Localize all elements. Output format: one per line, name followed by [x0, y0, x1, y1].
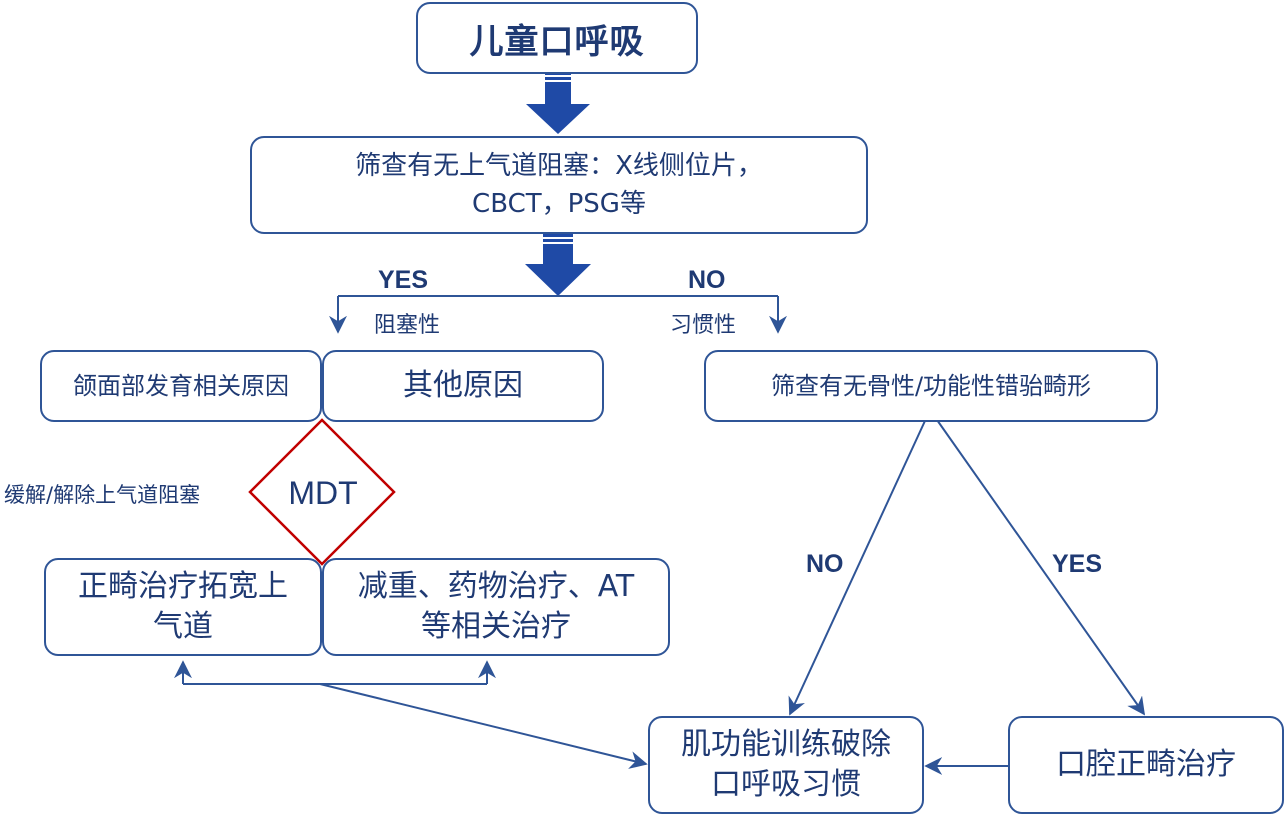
branch-bracket: [329, 295, 787, 334]
treatment-double-arrow: [174, 660, 496, 685]
craniofacial-box: 颌面部发育相关原因: [40, 350, 322, 422]
malocclusion-screening-box: 筛查有无骨性/功能性错骀畸形: [704, 350, 1158, 422]
screening-line1: 筛查有无上气道阻塞：X线侧位片，: [355, 151, 763, 181]
arrow-yes-branch: [929, 409, 1146, 716]
mdt-label: MDT: [288, 474, 358, 511]
block-arrow-down-2: [525, 234, 591, 296]
diagram-title: 儿童口呼吸: [469, 21, 645, 62]
screening-line2: CBCT，PSG等: [472, 189, 646, 219]
weight-drug-treatment-box: 减重、药物治疗、AT 等相关治疗: [322, 558, 670, 656]
ortho-expansion-line2: 气道: [153, 609, 213, 644]
ortho-expansion-line1: 正畸治疗拓宽上: [78, 569, 288, 604]
oral-orthodontic-box: 口腔正畸治疗: [1008, 716, 1284, 814]
mdt-diamond: [248, 418, 396, 566]
weight-treatment-line1: 减重、药物治疗、AT: [357, 569, 635, 604]
arrow-to-muscle-training: [319, 683, 648, 769]
orthodontic-expansion-box: 正畸治疗拓宽上 气道: [44, 558, 322, 656]
mdt-side-note: 缓解/解除上气道阻塞: [4, 483, 201, 507]
screening-box: 筛查有无上气道阻塞：X线侧位片， CBCT，PSG等: [250, 136, 868, 234]
oral-orthodontic-label: 口腔正畸治疗: [1056, 747, 1236, 782]
other-causes-box: 其他原因: [322, 350, 604, 422]
title-box: 儿童口呼吸: [416, 2, 698, 74]
habitual-label: 习惯性: [670, 313, 737, 338]
other-causes-label: 其他原因: [403, 368, 523, 403]
craniofacial-label: 颌面部发育相关原因: [73, 372, 289, 400]
yes-label-top: YES: [378, 266, 429, 294]
muscle-training-line2: 口呼吸习惯: [711, 767, 861, 802]
no-label-top: NO: [688, 266, 726, 294]
muscle-training-box: 肌功能训练破除 口呼吸习惯: [648, 716, 924, 814]
yes-label-right: YES: [1052, 550, 1103, 578]
no-label-right: NO: [806, 550, 844, 578]
muscle-training-line1: 肌功能训练破除: [681, 727, 891, 762]
obstructive-label: 阻塞性: [374, 313, 441, 338]
arrow-no-branch: [788, 409, 931, 716]
malocclusion-screening-label: 筛查有无骨性/功能性错骀畸形: [770, 372, 1092, 400]
block-arrow-down-1: [526, 72, 590, 134]
weight-treatment-line2: 等相关治疗: [421, 609, 571, 644]
